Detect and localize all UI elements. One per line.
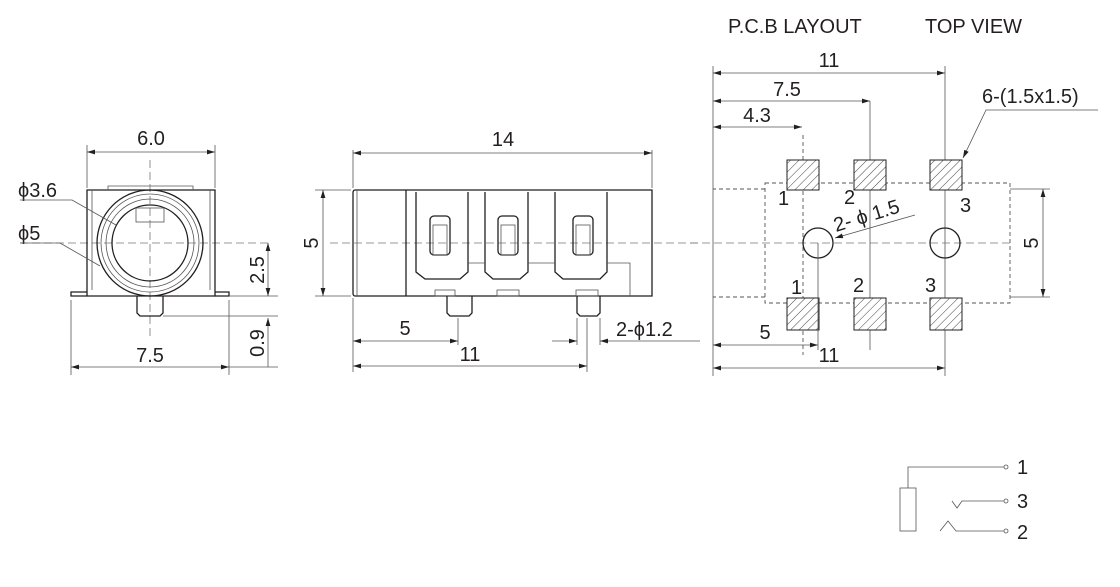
schematic-pin-label: 2	[1017, 522, 1028, 544]
pad-label: 3	[925, 275, 936, 297]
pad-label: 1	[791, 277, 802, 299]
pad-label: 2	[853, 275, 864, 297]
dim-height: 5	[301, 237, 323, 248]
dim-length: 14	[492, 129, 514, 151]
pad-bottom-2	[853, 297, 887, 331]
schematic-pin-label: 1	[1017, 457, 1028, 479]
pad-bottom-1	[786, 297, 820, 331]
dim-pin1: 5	[399, 318, 410, 340]
label-hole-spec: 2- ϕ 1.5	[831, 196, 902, 237]
pad-bottom-3	[929, 297, 963, 331]
schematic-pin-label: 3	[1017, 491, 1028, 513]
pad-label: 1	[778, 188, 789, 210]
pad-top-1	[786, 159, 820, 191]
pad-label: 3	[960, 195, 971, 217]
pcb-layout: P.C.B LAYOUT TOP VIEW 11 7.5 4.3 1 2 3 1…	[690, 16, 1098, 376]
pad-label: 2	[844, 187, 855, 209]
front-view: 6.0 7.5 2.5 0.9 ϕ3.6 ϕ5	[18, 128, 278, 375]
dim-mid: 7.5	[773, 79, 801, 101]
dim-pin-height: 0.9	[247, 329, 269, 357]
dim-width-bottom: 7.5	[136, 345, 164, 367]
label-dia-inner: ϕ3.6	[18, 180, 57, 202]
label-dia-outer: ϕ5	[18, 223, 40, 245]
dim-pin2: 11	[460, 344, 481, 366]
dim-bottom-hole: 5	[759, 322, 770, 344]
schematic: 1 3 2	[899, 457, 1028, 544]
title-pcb-layout: P.C.B LAYOUT	[728, 16, 862, 38]
dim-total: 11	[819, 50, 840, 72]
label-pin-dia: 2-ϕ1.2	[616, 319, 673, 341]
label-pad-spec: 6-(1.5x1.5)	[982, 86, 1079, 108]
pad-top-3	[929, 159, 963, 191]
pad-top-2	[853, 159, 887, 191]
contacts	[415, 192, 631, 297]
dim-width-top: 6.0	[137, 128, 165, 150]
side-view: 14 5 5 11 2-ϕ1.2	[301, 129, 700, 372]
dim-height-center: 2.5	[247, 256, 269, 284]
title-top-view: TOP VIEW	[925, 16, 1022, 38]
dim-first: 4.3	[743, 105, 771, 127]
hole-right	[929, 227, 961, 259]
dim-bottom-total: 11	[819, 345, 840, 367]
dim-pcb-height: 5	[1021, 237, 1043, 248]
